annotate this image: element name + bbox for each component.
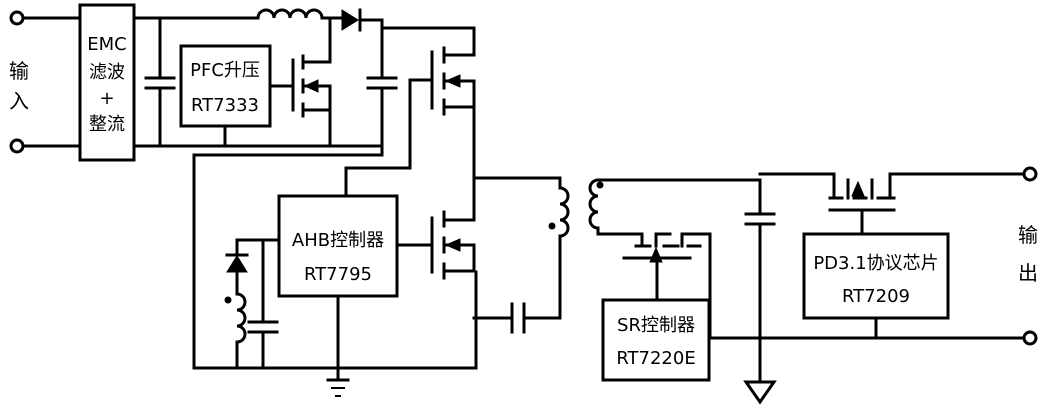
pd-label-part: RT7209 [842,286,910,307]
ahb-label-name: AHB控制器 [292,230,384,251]
pfc-label-part: RT7333 [191,95,259,116]
output-load-switch [828,172,896,236]
pfc-diode [341,8,362,32]
ahb-controller-block: AHB控制器 RT7795 [277,194,399,298]
input-label-1: 输 [9,59,29,83]
aux-capacitor [247,238,279,370]
high-side-mosfet [430,46,476,116]
sr-controller-block: SR控制器 RT7220E [601,298,711,382]
ahb-label-part: RT7795 [304,264,372,285]
pfc-output-capacitor [366,28,398,148]
output-terminal-top [1022,166,1038,182]
emc-filter-rectifier-block: EMC 滤波 + 整流 [78,3,136,162]
output-label-2: 出 [1018,261,1038,285]
aux-winding [224,292,247,344]
aux-diode [225,238,249,294]
output-terminal-bottom [1022,330,1038,346]
sr-label-part: RT7220E [616,348,695,369]
pfc-label-name: PFC升压 [190,60,260,81]
low-side-mosfet [430,210,476,280]
pfc-mosfet [268,16,332,148]
output-label-1: 输 [1018,223,1038,247]
emc-label-line1: EMC [87,34,126,55]
pd-protocol-block: PD3.1协议芯片 RT7209 [802,232,950,320]
emc-label-line3: + [99,88,114,109]
pd-label-name: PD3.1协议芯片 [813,253,938,274]
pfc-boost-block: PFC升压 RT7333 [179,44,272,128]
input-terminal-bottom [9,138,25,154]
ground-symbol [326,378,350,397]
transformer-primary [558,186,570,238]
output-terminals: 输 出 [1018,166,1038,346]
input-label-2: 入 [9,89,29,113]
resonant-capacitor [510,302,526,334]
transformer [548,178,604,238]
transformer-secondary [588,178,600,230]
sr-mosfet [622,232,712,302]
emc-label-line4: 整流 [89,114,125,135]
pfc-inductor [256,8,324,20]
secondary-ground-symbol [743,380,777,405]
output-capacitor [744,178,776,382]
emc-label-line2: 滤波 [89,62,125,83]
input-capacitor [144,16,176,148]
input-terminal-top [9,10,25,26]
sr-label-name: SR控制器 [617,315,695,336]
input-terminals: 输 入 [9,10,82,154]
